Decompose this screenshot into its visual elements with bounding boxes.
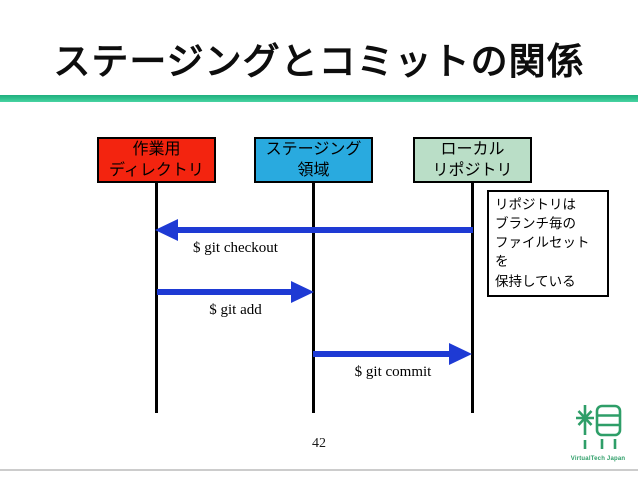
virtualtech-japan-logo: VirtualTech Japan bbox=[568, 404, 628, 462]
label-git-add: $ git add bbox=[209, 302, 262, 318]
title-underline-rule bbox=[0, 95, 638, 102]
callout-line: 保持している bbox=[495, 273, 576, 289]
arrow-git-commit bbox=[313, 343, 472, 365]
lifeline-working-directory bbox=[155, 183, 158, 413]
slide-title: ステージングとコミットの関係 bbox=[53, 41, 585, 82]
node-label-line: ローカル bbox=[440, 140, 505, 158]
arrow-git-add bbox=[157, 281, 314, 303]
node-label-line: 作業用 bbox=[132, 140, 181, 158]
label-git-checkout: $ git checkout bbox=[193, 240, 278, 256]
callout-line: リポジトリは bbox=[495, 197, 576, 212]
node-staging-area: ステージング 領域 bbox=[254, 137, 373, 183]
callout-line: ファイルセットを bbox=[495, 235, 590, 270]
callout-repository-note: リポジトリは ブランチ毎の ファイルセットを 保持している bbox=[487, 190, 609, 297]
node-local-repository: ローカル リポジトリ bbox=[413, 137, 532, 183]
callout-line: ブランチ毎の bbox=[495, 216, 576, 232]
node-label-line: リポジトリ bbox=[432, 162, 513, 179]
node-label-line: ディレクトリ bbox=[109, 162, 204, 179]
node-working-directory: 作業用 ディレクトリ bbox=[97, 137, 216, 183]
page-number: 42 bbox=[312, 436, 326, 451]
node-label-line: 領域 bbox=[297, 162, 330, 179]
logo-caption: VirtualTech Japan bbox=[570, 456, 626, 462]
bottom-divider bbox=[0, 469, 638, 471]
label-git-commit: $ git commit bbox=[354, 364, 432, 380]
lifeline-local-repository bbox=[471, 183, 474, 413]
node-label-line: ステージング bbox=[265, 140, 362, 158]
virtualtech-logo-icon bbox=[576, 404, 622, 449]
